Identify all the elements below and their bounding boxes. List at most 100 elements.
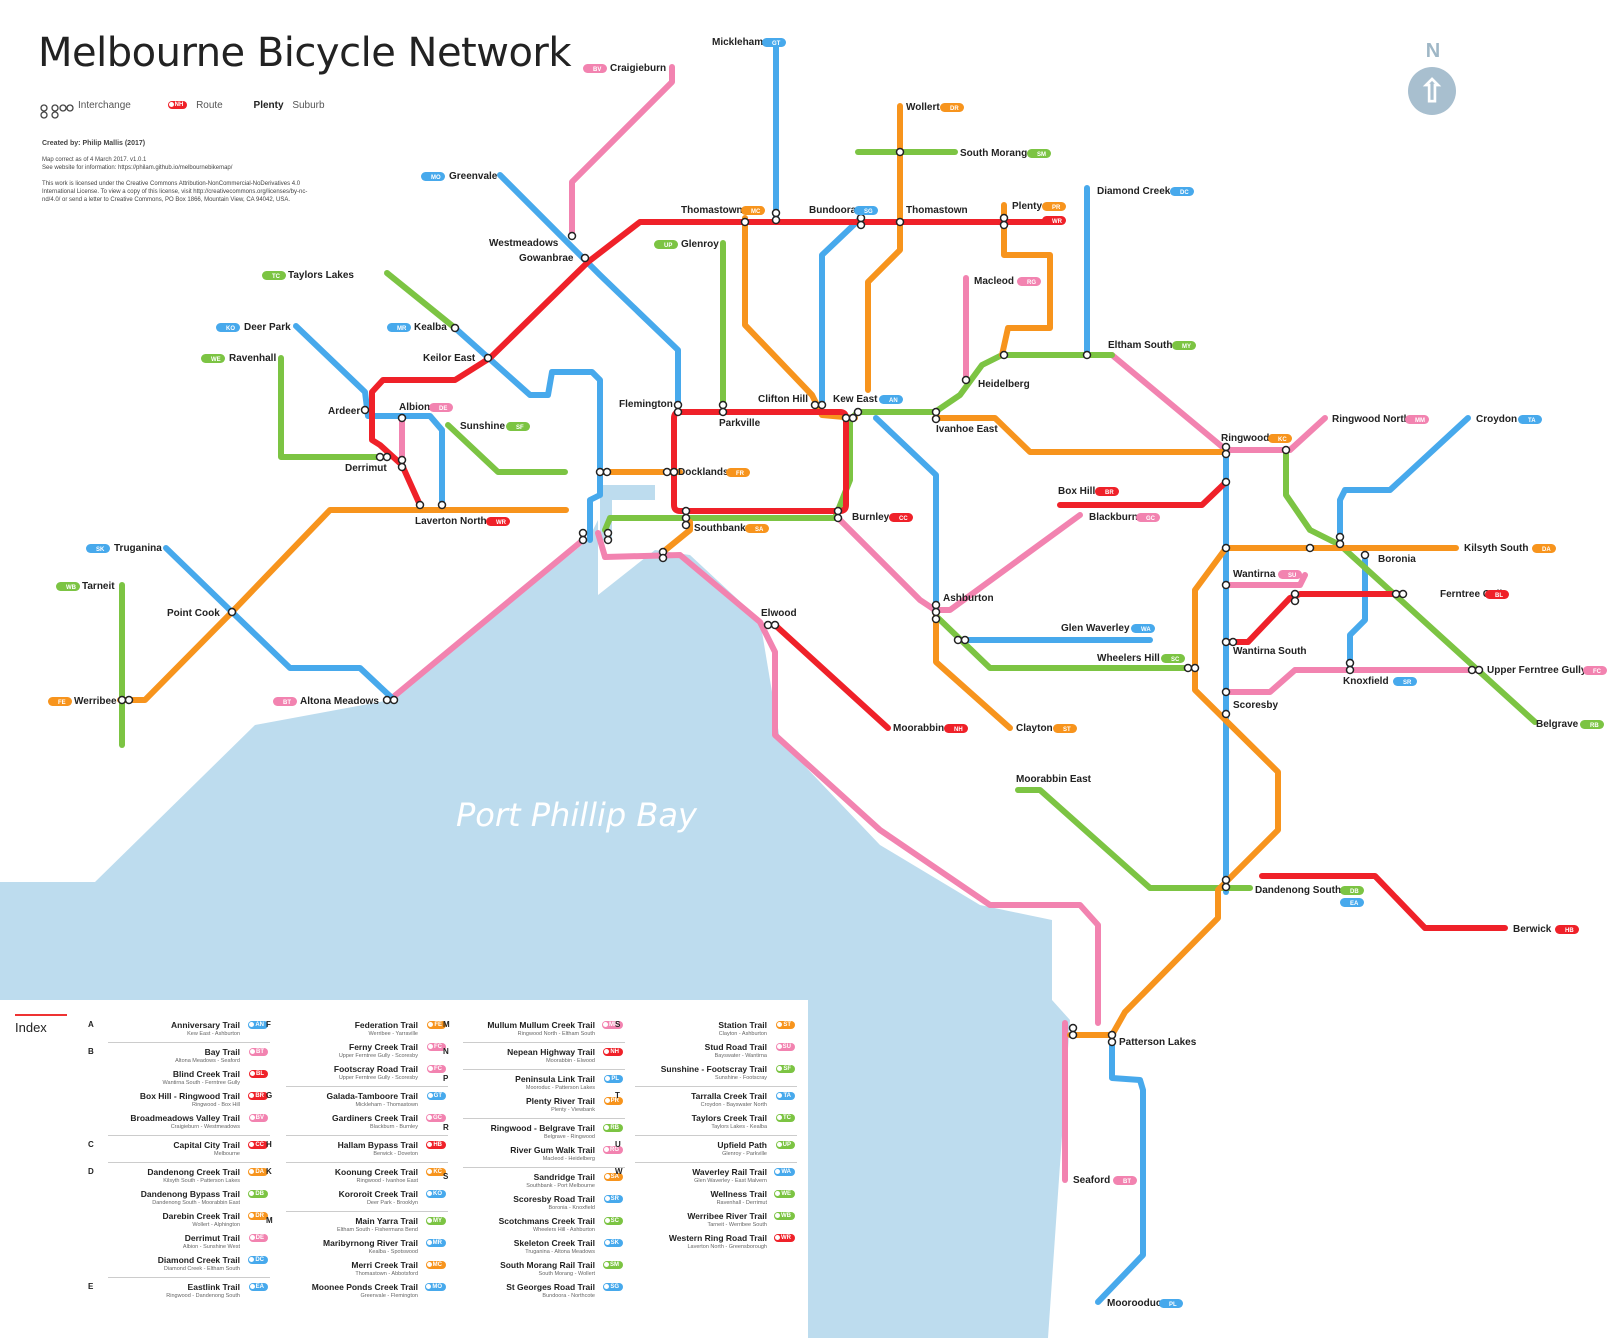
- interchange-marker: [1221, 449, 1231, 459]
- trail-code-pill: PL: [604, 1075, 623, 1083]
- label-ferntree-gully: Ferntree Gully: [1440, 589, 1508, 600]
- broadmeadows-valley-trail: [569, 64, 675, 239]
- label-berwick: Berwick: [1513, 924, 1552, 935]
- interchange-marker: [853, 407, 863, 417]
- index-letter: A: [88, 1020, 94, 1029]
- label-boronia: Boronia: [1378, 554, 1416, 565]
- interchange-marker: [669, 467, 679, 477]
- trail-extent: Ringwood - Box Hill: [192, 1102, 240, 1108]
- label-dandenong-south: Dandenong South: [1255, 885, 1341, 896]
- scoresby-road-trail: [1347, 557, 1368, 671]
- route-pill: FR: [726, 468, 750, 477]
- trail-name: Anniversary Trail: [171, 1020, 240, 1030]
- interchange-marker: [1290, 596, 1300, 606]
- trail-name: Waverley Rail Trail: [692, 1167, 767, 1177]
- trail-name: Upfield Path: [717, 1140, 767, 1150]
- trail-name: Moonee Ponds Creek Trail: [311, 1282, 418, 1292]
- svg-text:PL: PL: [1169, 1302, 1177, 1308]
- route-pill: PR: [1042, 202, 1066, 211]
- route-pill: SA: [745, 524, 769, 533]
- skeleton-creek-trail: [163, 545, 395, 701]
- interchange-marker: [662, 467, 672, 477]
- ferny-creek-trail: [1223, 667, 1481, 695]
- interchange-marker: [771, 208, 781, 218]
- interchange-marker: [124, 695, 134, 705]
- interchange-marker: [673, 407, 683, 417]
- svg-text:TC: TC: [272, 274, 281, 280]
- trail-code-pill: MR: [425, 1239, 446, 1247]
- interchange-marker: [895, 147, 905, 157]
- interchange-marker: [999, 350, 1009, 360]
- scotchmans-creek-trail: [933, 613, 1193, 671]
- trail-name: Blind Creek Trail: [172, 1069, 240, 1079]
- interchange-marker: [856, 220, 866, 230]
- interchange-marker: [1221, 882, 1231, 892]
- trail-code-pill: FE: [427, 1021, 446, 1029]
- route-pill: GT: [762, 38, 786, 47]
- trail-code-pill: ST: [776, 1021, 795, 1029]
- interchange-marker: [953, 635, 963, 645]
- interchange-marker: [483, 353, 493, 363]
- svg-text:AN: AN: [889, 398, 898, 404]
- interchange-marker: [810, 400, 820, 410]
- trail-code-pill: EA: [248, 1283, 268, 1291]
- wellness-trail: [278, 355, 383, 460]
- sunshine-footscray-trail: [445, 422, 568, 475]
- label-bundoora: Bundoora: [809, 205, 857, 216]
- trail-extent: Glenroy - Parkville: [722, 1151, 767, 1157]
- trail-name: Station Trail: [718, 1020, 767, 1030]
- label-macleod: Macleod: [974, 276, 1014, 287]
- interchange-marker: [415, 500, 425, 510]
- trail-name: Sunshine - Footscray Trail: [660, 1064, 767, 1074]
- svg-text:WA: WA: [1141, 627, 1151, 633]
- docklands-water: [600, 485, 655, 540]
- interchange-marker: [603, 528, 613, 538]
- index-letter: W: [615, 1167, 623, 1176]
- trail-extent: Southbank - Port Melbourne: [526, 1183, 595, 1189]
- route-pill: BR: [1095, 487, 1119, 496]
- interchange-marker: [931, 407, 941, 417]
- trail-extent: Upper Ferntree Gully - Scoresby: [338, 1075, 418, 1081]
- label-plenty: Plenty: [1012, 201, 1042, 212]
- route-pill: RB: [1580, 720, 1604, 729]
- interchange-marker: [1068, 1023, 1078, 1033]
- interchange-marker: [1183, 663, 1193, 673]
- bay-trail-east: [595, 530, 1101, 1026]
- st-georges-road-trail: [819, 215, 864, 408]
- route-pill: WB: [56, 582, 80, 591]
- trail-extent: Tarneit - Werribee South: [707, 1222, 767, 1228]
- interchange-marker: [1360, 550, 1370, 560]
- trail-extent: Upper Ferntree Gully - Scoresby: [338, 1053, 418, 1059]
- trail-extent: Plenty - Viewbank: [551, 1107, 595, 1113]
- interchange-marker: [578, 528, 588, 538]
- svg-text:DE: DE: [439, 406, 447, 412]
- interchange-marker: [1290, 589, 1300, 599]
- label-southbank: Southbank: [694, 523, 746, 534]
- label-moorabbin: Moorabbin: [893, 723, 944, 734]
- label-altona-meadows: Altona Meadows: [300, 696, 379, 707]
- trail-code-pill: SG: [603, 1283, 623, 1291]
- label-thomastown1: Thomastown: [681, 205, 743, 216]
- trail-extent: Eltham South - Fishermans Bend: [336, 1227, 418, 1233]
- trail-code-pill: HB: [426, 1141, 446, 1149]
- route-pill: CC: [889, 513, 913, 522]
- peninsula-link-trail: [1095, 1037, 1146, 1305]
- trail-extent: Mooroduc - Patterson Lakes: [525, 1085, 595, 1091]
- label-glen-waverley: Glen Waverley: [1061, 623, 1130, 634]
